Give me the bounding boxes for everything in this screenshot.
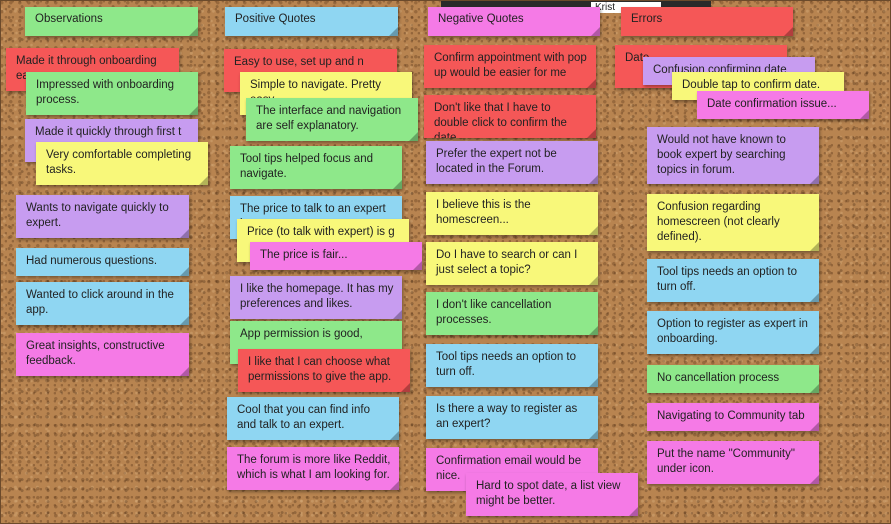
sticky-note[interactable]: Great insights, constructive feedback. [16, 333, 189, 376]
sticky-note[interactable]: Put the name "Community" under icon. [647, 441, 819, 484]
sticky-note[interactable]: Is there a way to register as an expert? [426, 396, 598, 439]
sticky-note[interactable]: Prefer the expert not be located in the … [426, 141, 598, 184]
sticky-note[interactable]: Had numerous questions. [16, 248, 189, 276]
sticky-note[interactable]: Impressed with onboarding process. [26, 72, 198, 115]
sticky-note[interactable]: The price is fair... [250, 242, 422, 270]
sticky-note-errors-header[interactable]: Errors [621, 7, 793, 36]
sticky-note[interactable]: I like that I can choose what permission… [238, 349, 410, 392]
sticky-note-observations-header[interactable]: Observations [25, 7, 198, 36]
sticky-note[interactable]: Would not have known to book expert by s… [647, 127, 819, 184]
sticky-note[interactable]: Option to register as expert in onboardi… [647, 311, 819, 354]
sticky-note-negative-quotes-header[interactable]: Negative Quotes [428, 7, 600, 36]
sticky-note[interactable]: No cancellation process [647, 365, 819, 393]
sticky-note[interactable]: Tool tips needs an option to turn off. [426, 344, 598, 387]
sticky-note[interactable]: Hard to spot date, a list view might be … [466, 473, 638, 516]
sticky-note[interactable]: Date confirmation issue... [697, 91, 869, 119]
sticky-note[interactable]: Don't like that I have to double click t… [424, 95, 596, 138]
sticky-note[interactable]: I like the homepage. It has my preferenc… [230, 276, 402, 319]
sticky-note[interactable]: Confirm appointment with pop up would be… [424, 45, 596, 88]
sticky-note[interactable]: Navigating to Community tab [647, 403, 819, 431]
sticky-note[interactable]: Confusion regarding homescreen (not clea… [647, 194, 819, 251]
sticky-note[interactable]: Do I have to search or can I just select… [426, 242, 598, 285]
sticky-note-positive-quotes-header[interactable]: Positive Quotes [225, 7, 398, 36]
sticky-note[interactable]: The interface and navigation are self ex… [246, 98, 418, 141]
sticky-note[interactable]: I don't like cancellation processes. [426, 292, 598, 335]
sticky-note[interactable]: I believe this is the homescreen... [426, 192, 598, 235]
sticky-note[interactable]: Very comfortable completing tasks. [36, 142, 208, 185]
sticky-note[interactable]: Cool that you can find info and talk to … [227, 397, 399, 440]
sticky-note[interactable]: The forum is more like Reddit, which is … [227, 447, 399, 490]
sticky-note[interactable]: Wants to navigate quickly to expert. [16, 195, 189, 238]
sticky-note[interactable]: Tool tips helped focus and navigate. [230, 146, 402, 189]
sticky-note[interactable]: Tool tips needs an option to turn off. [647, 259, 819, 302]
sticky-note[interactable]: Wanted to click around in the app. [16, 282, 189, 325]
